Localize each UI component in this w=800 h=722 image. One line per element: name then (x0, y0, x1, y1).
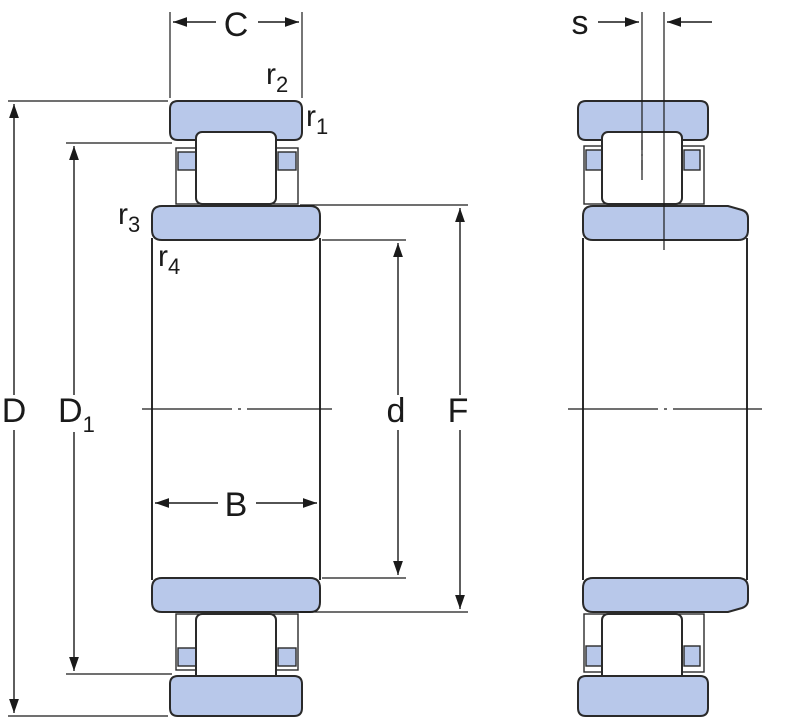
outer-ring-bottom (169, 675, 303, 717)
rv-cage-bar-top-left (585, 149, 603, 171)
label-F: F (448, 392, 469, 430)
label-r2: r2 (266, 58, 288, 97)
rv-inner-ring-top (582, 205, 749, 241)
rv-outer-ring-bottom (577, 675, 709, 717)
rv-inner-ring-bottom (582, 577, 749, 613)
rv-cage-bar-top-right (683, 149, 701, 171)
outer-ring-top (169, 100, 303, 141)
label-r4: r4 (158, 240, 180, 279)
extension-lines (8, 12, 468, 717)
cage-bar-top-right (277, 151, 297, 171)
cage-bar-bottom-right (277, 647, 297, 667)
cage-bar-bottom-left (177, 647, 197, 667)
label-D: D (2, 392, 27, 430)
label-B: B (225, 486, 248, 524)
inner-ring-bottom (151, 577, 321, 613)
label-D1: D1 (58, 392, 95, 437)
roller-top (195, 131, 277, 205)
label-s: s (572, 4, 589, 42)
label-r3: r3 (118, 198, 140, 237)
right-section-view (568, 12, 762, 717)
inner-ring-top (151, 205, 321, 241)
label-d: d (387, 392, 406, 430)
left-section-view (142, 100, 332, 717)
cage-bar-top-left (177, 151, 197, 171)
rv-cage-bar-bottom-left (585, 645, 603, 667)
label-r1: r1 (306, 100, 328, 139)
rv-cage-bar-bottom-right (683, 645, 701, 667)
label-C: C (224, 6, 249, 44)
rv-outer-ring-top (577, 100, 709, 141)
